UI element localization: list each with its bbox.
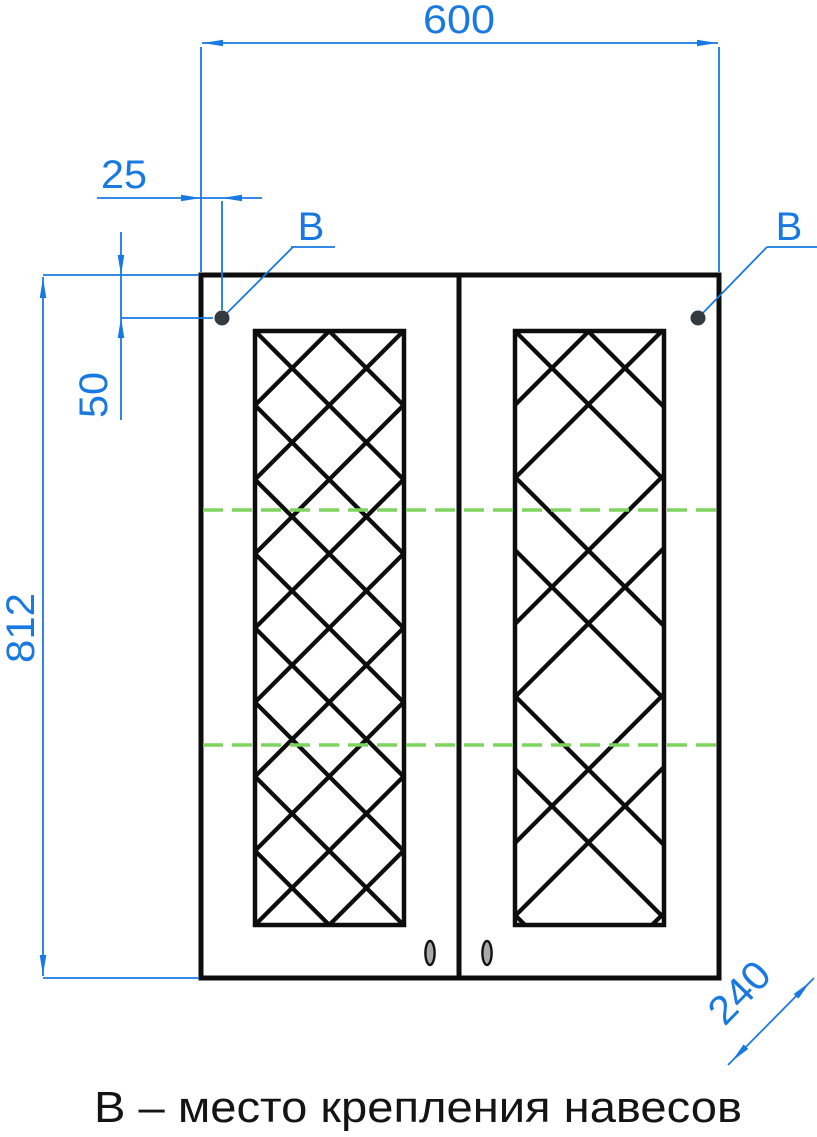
- marker-b-left-label: В: [298, 205, 325, 249]
- dimension-width: 600: [200, 0, 720, 272]
- lattice-line: [401, 331, 404, 335]
- dim-width-value: 600: [423, 0, 495, 42]
- lattice-line: [650, 909, 664, 925]
- lattice-line: [515, 544, 664, 701]
- dimension-arrowhead: [39, 955, 47, 975]
- lattice-line: [255, 550, 404, 706]
- lattice-line: [255, 698, 404, 854]
- mounting-point-dot-right: [690, 310, 706, 326]
- dimension-arrowheads: [39, 39, 810, 1061]
- left-door-handle: [424, 939, 436, 967]
- dimension-arrowhead: [117, 255, 125, 275]
- marker-b-right: В: [690, 205, 817, 326]
- lattice-line: [255, 847, 331, 925]
- lattice-line: [255, 402, 404, 558]
- lattice-line: [255, 476, 404, 632]
- lattice-line: [586, 331, 664, 411]
- lattice-line: [255, 772, 404, 925]
- lattice-line: [515, 331, 664, 482]
- lattice-line: [255, 624, 404, 781]
- dimension-arrowhead: [732, 1044, 749, 1061]
- lattice-line: [255, 475, 404, 632]
- lattice-line: [515, 911, 527, 925]
- marker-b-right-label: В: [776, 205, 803, 249]
- left-door-lattice: [255, 331, 404, 925]
- lattice-line: [255, 401, 404, 557]
- lattice-line: [515, 690, 664, 847]
- mounting-point-dot-left: [214, 310, 230, 326]
- lattice-line: [515, 331, 591, 409]
- dim-offset-y-value: 50: [72, 372, 116, 418]
- lattice-line: [515, 692, 664, 849]
- right-door-handle: [481, 939, 493, 967]
- right-door-panel-frame: [512, 328, 667, 928]
- lattice-line: [515, 331, 664, 484]
- lattice-line: [255, 331, 331, 409]
- dim-height-value: 812: [0, 593, 43, 663]
- dimension-arrowhead: [117, 318, 125, 338]
- dimension-height: 812: [0, 274, 199, 979]
- lattice-line: [255, 331, 404, 483]
- cabinet-structure: [198, 272, 722, 981]
- dim-depth-value: 240: [700, 953, 780, 1034]
- dimension-arrowhead: [793, 982, 810, 999]
- right-door-lattice: [515, 331, 664, 925]
- marker-b-left: В: [214, 205, 335, 326]
- dimension-arrowhead: [181, 194, 201, 202]
- drawing-caption: В – место крепления навесов: [94, 1083, 742, 1132]
- dimension-annotations: 600 25 50 812 240: [0, 0, 817, 1066]
- lattice-line: [515, 546, 664, 703]
- dimension-arrowhead: [697, 39, 717, 47]
- dimension-hinge-offset-y: 50: [72, 232, 213, 420]
- lattice-line: [255, 773, 404, 925]
- dimension-arrowhead: [39, 278, 47, 298]
- dimension-arrowhead: [203, 39, 223, 47]
- lattice-line: [255, 699, 404, 855]
- lattice-line: [515, 763, 664, 920]
- lattice-line: [255, 331, 404, 484]
- dimension-arrowhead: [222, 194, 242, 202]
- lattice-line: [515, 765, 664, 922]
- dim-offset-x-value: 25: [101, 153, 147, 197]
- lattice-line: [401, 921, 404, 925]
